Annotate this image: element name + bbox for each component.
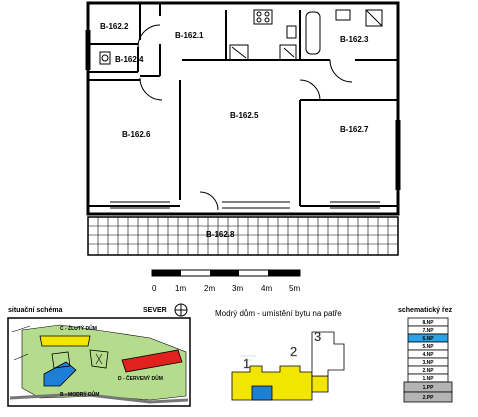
section-number: 2 [290,344,297,359]
wall [88,3,141,73]
wall [299,10,398,61]
scale-tick: 5m [289,284,300,293]
scale-tick: 3m [232,284,243,293]
toilet-icon [99,51,111,65]
door-swing [329,59,353,83]
scale-tick: 2m [204,284,215,293]
scale-tick: 0 [152,284,157,293]
floor-label: 2.NP [422,368,434,374]
room-label-b-162-8: B-162.8 [206,230,235,239]
floor-label: 8.NP [422,320,434,326]
door-swing [199,191,219,211]
stove-burner [256,17,262,23]
wall [140,3,161,77]
building-b-label: B - MODRÝ DŮM [60,390,99,398]
stove-burner [256,11,262,17]
floor-label: 3.NP [422,360,434,366]
window [330,201,380,209]
room-label-b-162-7: B-162.7 [340,125,369,134]
floor-label: 5.NP [422,344,434,350]
section-number: 1 [243,356,250,371]
cabinet [279,44,297,61]
cabinet [231,46,247,59]
washbasin-icon [335,9,351,21]
sink-icon [286,25,297,39]
cabinet [229,44,249,61]
section-schematic [403,317,453,403]
door-swing [137,24,161,48]
bathtub-icon [305,11,321,55]
scale-tick: 4m [261,284,272,293]
room-label-b-162-1: B-162.1 [175,31,204,40]
floor-location-plan [231,331,345,401]
room-label-b-162-6: B-162.6 [122,130,151,139]
floor-label: 6.NP [422,336,434,342]
scale-tick: 1m [175,284,186,293]
floor-label: 1.PP [423,385,435,391]
floor-label: 7.NP [422,328,434,334]
shower-icon [365,9,383,27]
shower-icon [365,9,383,27]
floor-label: 4.NP [422,352,434,358]
cabinet [283,47,295,58]
north-label: SEVER [143,307,167,314]
building-c-label: C - ŽLUTÝ DŮM [60,324,97,332]
stove-burner [264,17,270,23]
room-label-b-162-3: B-162.3 [340,35,369,44]
toilet-icon [101,54,109,62]
door-swing [139,77,163,101]
window [85,30,91,70]
window [222,201,290,209]
floor-label: 1.NP [422,376,434,382]
floor-label: 2.PP [423,395,435,401]
balcony-grid [87,216,399,256]
scale-bar [151,269,301,277]
wall [299,99,398,207]
stove-burner [264,11,270,17]
building-d-label: D - ČERVENÝ DŮM [118,374,163,382]
situation-map [7,317,191,407]
floors-title: schematický řez [398,307,453,314]
room-label-b-162-5: B-162.5 [230,111,259,120]
section-number: 3 [314,329,321,344]
location-title: Modrý dům - umístění bytu na patře [215,309,342,318]
wall [87,79,181,207]
stove-icon [253,9,273,25]
door-swing [299,79,321,101]
room-label-b-162-4: B-162.4 [115,55,144,64]
situation-title: situační schéma [8,307,63,314]
room-label-b-162-2: B-162.2 [100,22,129,31]
window [395,120,401,190]
north-arrow-icon [174,303,188,317]
window [110,201,170,209]
